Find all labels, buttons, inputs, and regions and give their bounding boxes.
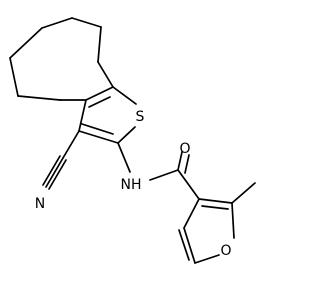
- sulfur-label: S: [136, 109, 145, 125]
- bond-ring8-2: [41, 17, 73, 29]
- bond-carbonyl-o: [177, 151, 183, 171]
- bond-thiophene-s-c2: [117, 126, 136, 144]
- bond-thiophene-c2-c3-double: [81, 123, 114, 135]
- bond-nitrile-triple-b: [45, 157, 64, 188]
- bond-ring8-3: [97, 26, 102, 63]
- bond-furan-c5-c4: [183, 227, 196, 264]
- bond-methyl: [231, 182, 256, 204]
- bond-nh-carbonyl: [149, 169, 179, 181]
- bond-thiophene-c7a-s: [112, 86, 137, 105]
- bond-thiophene-c3a-c7a: [85, 86, 114, 101]
- bond-thiophene-c2-c3: [78, 130, 119, 144]
- bond-carbonyl-furan: [177, 169, 200, 200]
- atom-labels: S N NH O O: [35, 109, 232, 259]
- furan-oxygen-label: O: [220, 243, 231, 259]
- amide-nh-label: NH: [121, 177, 142, 193]
- bond-carbonyl-o-double: [184, 154, 190, 174]
- bond-ring8-8: [97, 61, 114, 88]
- bond-nitrile-triple-a: [42, 155, 61, 186]
- bond-thiophene-c3a-c7a-double: [88, 96, 111, 108]
- bond-ring8-1: [71, 17, 102, 28]
- bond-nitrile-triple-c: [48, 159, 67, 190]
- bonds: [9, 17, 256, 264]
- bond-furan-c4-c3: [183, 198, 200, 229]
- nitrile-nitrogen-label: N: [35, 196, 45, 212]
- bond-furan-c5-c4-double: [178, 229, 190, 261]
- bond-furan-c3-c2: [198, 198, 233, 204]
- bond-ring8-6: [17, 95, 61, 101]
- bond-thiophene-c3-c3a: [78, 99, 87, 132]
- bond-furan-o-c5: [194, 254, 220, 264]
- bond-furan-c3-c2-double: [201, 205, 229, 210]
- bond-ring8-4: [9, 27, 43, 59]
- molecule-structure: S N NH O O: [9, 17, 256, 264]
- bond-nitrile-c-c: [62, 130, 80, 159]
- carbonyl-oxygen-label: O: [179, 141, 190, 157]
- bond-ring8-5: [9, 57, 19, 97]
- bond-c2-nh: [117, 142, 131, 173]
- bond-furan-c2-o: [231, 202, 235, 239]
